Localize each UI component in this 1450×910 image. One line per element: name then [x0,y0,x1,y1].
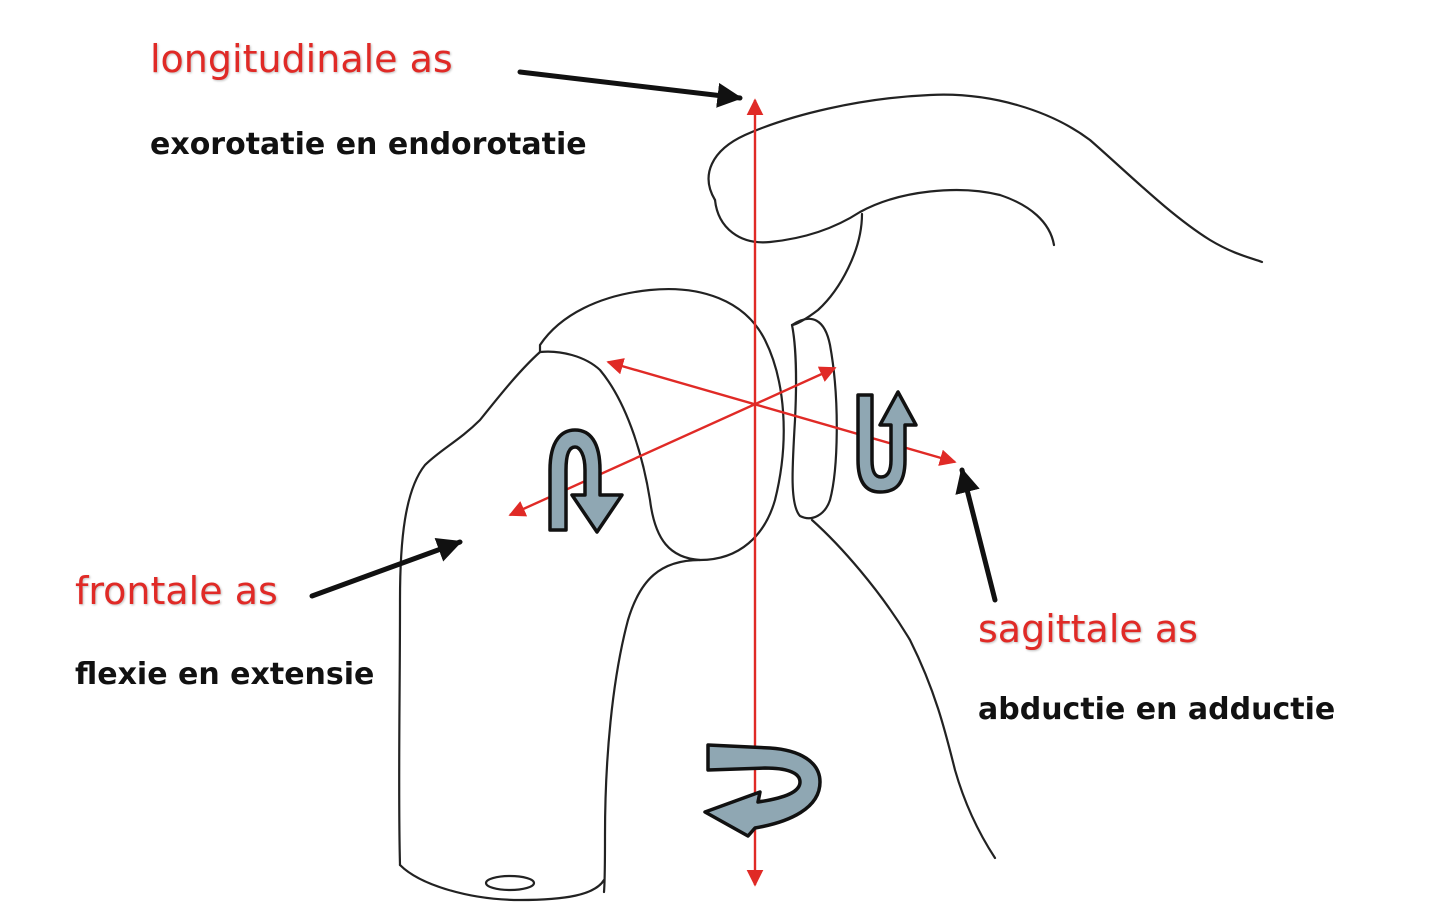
humeral-head-outline [538,288,785,562]
rotation-arrow-longitudinal-icon [703,743,822,838]
acromion-lower-outline [713,188,1056,247]
longitudinal-pointer-arrow [517,69,743,108]
rotation-arrow-sagittal-icon [856,390,918,494]
longitudinal-axis-description: exorotatie en endorotatie [150,127,587,162]
medullary-canal-outline [484,874,536,892]
sagittal-axis-description: abductie en adductie [978,692,1336,727]
glenoid-outline [790,317,838,520]
scapula-border-outline [810,518,997,860]
frontal-pointer-arrow [309,537,463,599]
longitudinal-axis-title: longitudinale as [150,37,453,81]
rotation-arrow-frontal-icon [548,428,624,534]
sagittal-axis-title: sagittale as [978,607,1198,651]
shaft-cut-outline [398,863,606,902]
glenoid-neck-outline [790,212,864,327]
pointer-arrows [309,69,998,603]
frontal-axis-description: flexie en extensie [75,657,375,692]
shoulder-outline [398,93,1264,902]
humeral-shaft-outline [602,558,702,894]
greater-tubercle-outline [398,350,542,867]
rotation-arrows [548,390,918,838]
frontal-axis-title: frontale as [75,569,278,613]
sagittal-pointer-arrow [955,467,998,603]
acromion-outline [707,93,1264,264]
